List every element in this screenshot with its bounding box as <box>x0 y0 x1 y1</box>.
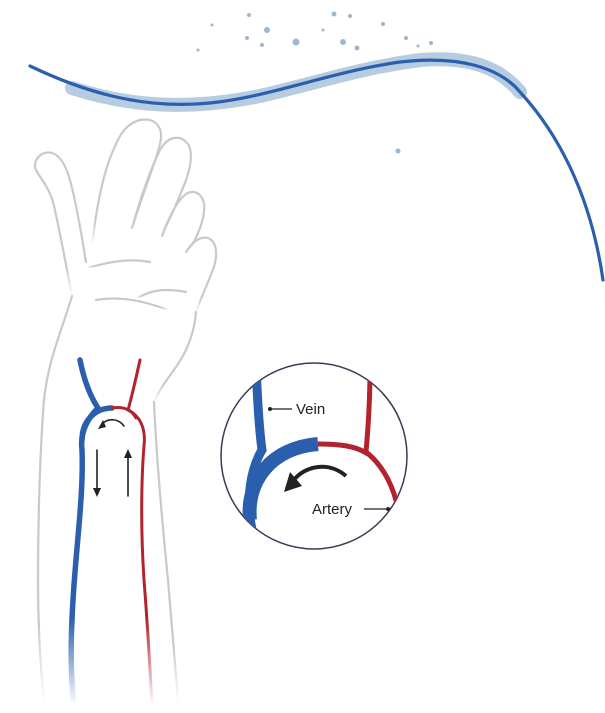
bubble <box>332 12 337 17</box>
bubble <box>340 39 346 45</box>
bubble <box>260 43 264 47</box>
bubble <box>322 29 325 32</box>
down-arrow-head <box>93 488 101 497</box>
bubble <box>264 27 270 33</box>
artery-leader-dot <box>386 507 390 511</box>
palm-outline <box>154 312 196 402</box>
index-finger-outline <box>92 120 161 246</box>
catheter-sheath <box>72 59 520 105</box>
bubble <box>429 41 433 45</box>
palm-crease <box>88 260 150 268</box>
catheter <box>30 59 603 280</box>
artery-label: Artery <box>312 501 353 518</box>
curved-arrow-icon <box>102 420 124 426</box>
up-arrow-head <box>124 449 132 458</box>
forearm-left-edge <box>38 296 72 705</box>
wrist-vessels <box>71 360 152 705</box>
bubble <box>348 14 352 18</box>
bubble <box>245 36 249 40</box>
bubble <box>417 45 420 48</box>
forearm-right-edge <box>154 402 178 705</box>
ring-finger-outline <box>162 192 204 252</box>
hand-outline <box>35 120 216 705</box>
vein-leader-dot <box>268 407 272 411</box>
anastomosis-vein-loop <box>82 408 112 440</box>
anastomosis-artery-loop <box>112 407 136 418</box>
magnified-inset: Vein Artery <box>221 363 407 560</box>
middle-finger-outline <box>132 138 191 236</box>
bubble <box>396 149 401 154</box>
thumb-outline <box>35 153 86 296</box>
bubble <box>404 36 408 40</box>
bubble <box>381 22 385 26</box>
bubble <box>211 24 214 27</box>
palm-crease <box>96 298 168 310</box>
bubble <box>355 46 360 51</box>
bubble <box>293 39 300 46</box>
vein-label: Vein <box>296 401 325 418</box>
bubble <box>197 49 200 52</box>
palm-crease <box>138 290 186 298</box>
bubble <box>247 13 251 17</box>
